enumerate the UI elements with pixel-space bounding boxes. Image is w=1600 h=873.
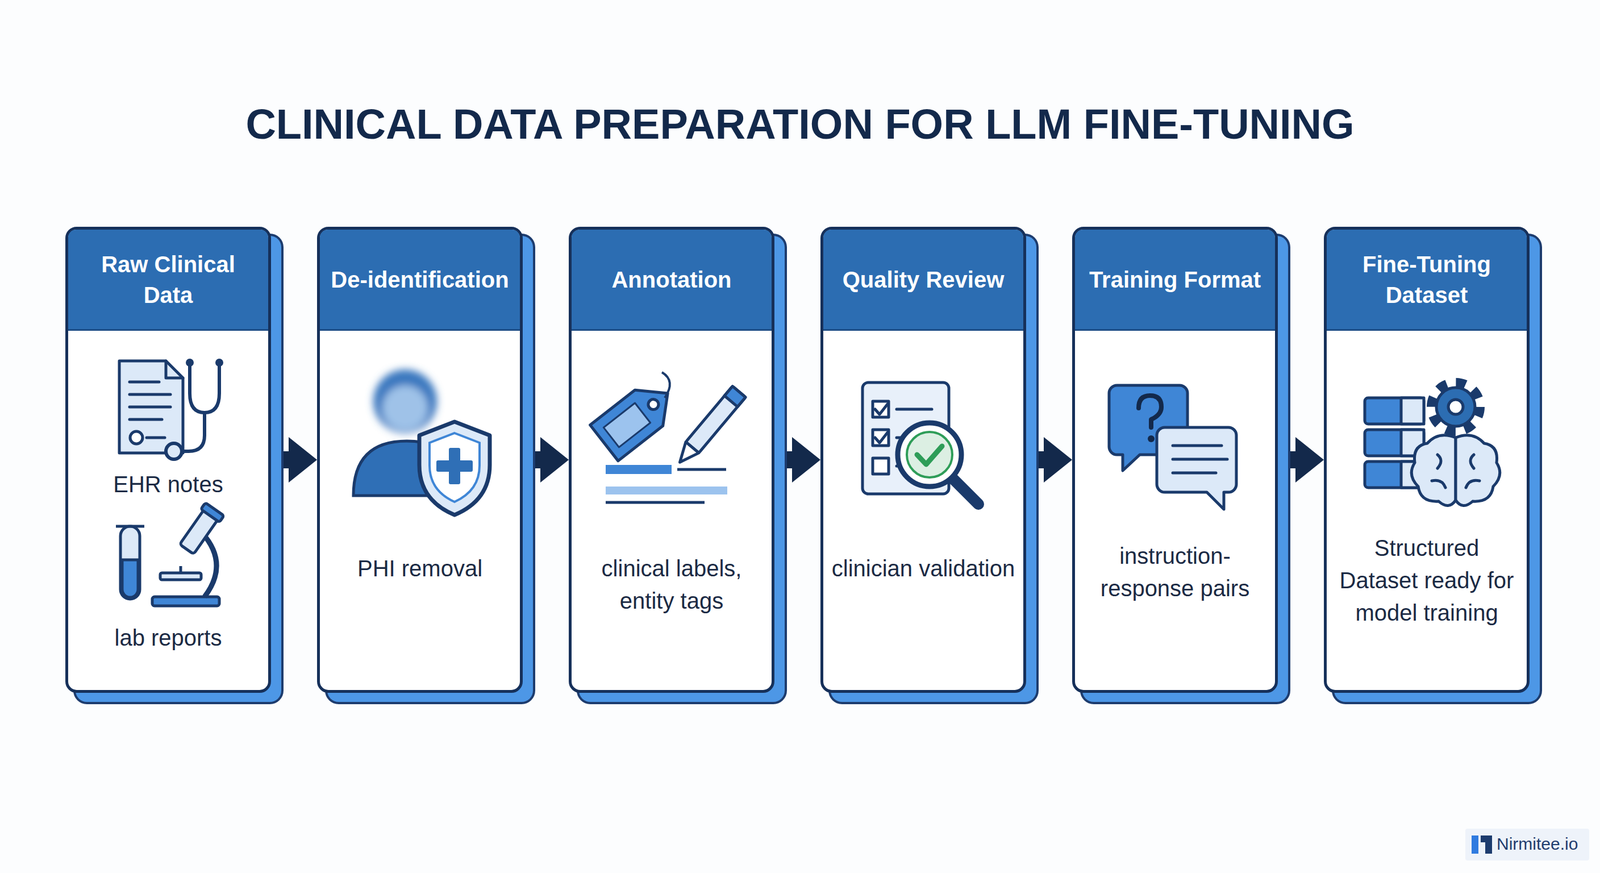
shield-icon [419, 421, 490, 515]
card-text: instruction-response pairs [1075, 539, 1275, 605]
highlight-lines [605, 464, 728, 503]
pencil-icon [673, 386, 746, 468]
answer-bubble [1156, 427, 1237, 510]
watermark-logo [1471, 835, 1493, 854]
card-header: De-identification [319, 229, 520, 331]
brain-icon [1411, 435, 1500, 506]
test-tube-icon [115, 526, 145, 599]
diagram-title: CLINICAL DATA PREPARATION FOR LLM FINE-T… [0, 100, 1600, 149]
card-header: Raw Clinical Data [68, 229, 269, 331]
process-card: Raw Clinical DataEHR notes lab reports [65, 226, 272, 693]
document-icon [119, 360, 183, 453]
flow-arrow [1026, 451, 1045, 469]
process-card: De-identificationPHI removal [317, 226, 523, 693]
card-title: De-identification [319, 264, 520, 295]
process-card: Training Format instruction-response pair… [1072, 226, 1278, 693]
card-text: Structured Dataset ready for model train… [1326, 531, 1527, 629]
card-header: Quality Review [823, 229, 1024, 331]
tag-string [661, 372, 670, 398]
checklist-icon [862, 382, 949, 494]
card-header: Fine-Tuning Dataset [1326, 229, 1527, 331]
card-header: Training Format [1075, 229, 1275, 331]
watermark-box [1465, 828, 1590, 861]
flow-arrow [774, 451, 794, 469]
card-title: Annotation [571, 264, 772, 295]
card-title: Raw Clinical Data [68, 248, 269, 311]
microscope-icon [152, 502, 224, 606]
card-title: Fine-Tuning Dataset [1326, 248, 1527, 311]
flow-arrow [1277, 451, 1297, 469]
tag-icon [590, 375, 682, 461]
card-text: PHI removal [319, 552, 520, 585]
card-title: Training Format [1075, 264, 1275, 295]
gear-icon [1431, 382, 1480, 431]
question-bubble [1109, 385, 1188, 471]
process-card: Quality Review clinician validation [820, 226, 1027, 693]
magnifier-icon [897, 422, 979, 504]
person-icon [373, 369, 437, 433]
card-text: clinician validation [823, 552, 1024, 585]
process-card: Fine-Tuning DatasetStructured Dataset re… [1323, 226, 1530, 693]
watermark-text: Nirmitee.io [1496, 834, 1578, 854]
card-title: Quality Review [823, 264, 1024, 295]
card-text: clinical labels, entity tags [571, 552, 772, 618]
process-card: Annotation clinical labels, entity tags [568, 226, 775, 693]
stethoscope-icon [165, 360, 222, 460]
person-body [353, 440, 461, 496]
card-header: Annotation [571, 229, 772, 331]
database-icon [1364, 397, 1424, 488]
card-text: lab reports [68, 621, 269, 654]
card-text: EHR notes [68, 468, 269, 501]
flow-arrow [271, 451, 290, 469]
flow-arrow [522, 451, 542, 469]
